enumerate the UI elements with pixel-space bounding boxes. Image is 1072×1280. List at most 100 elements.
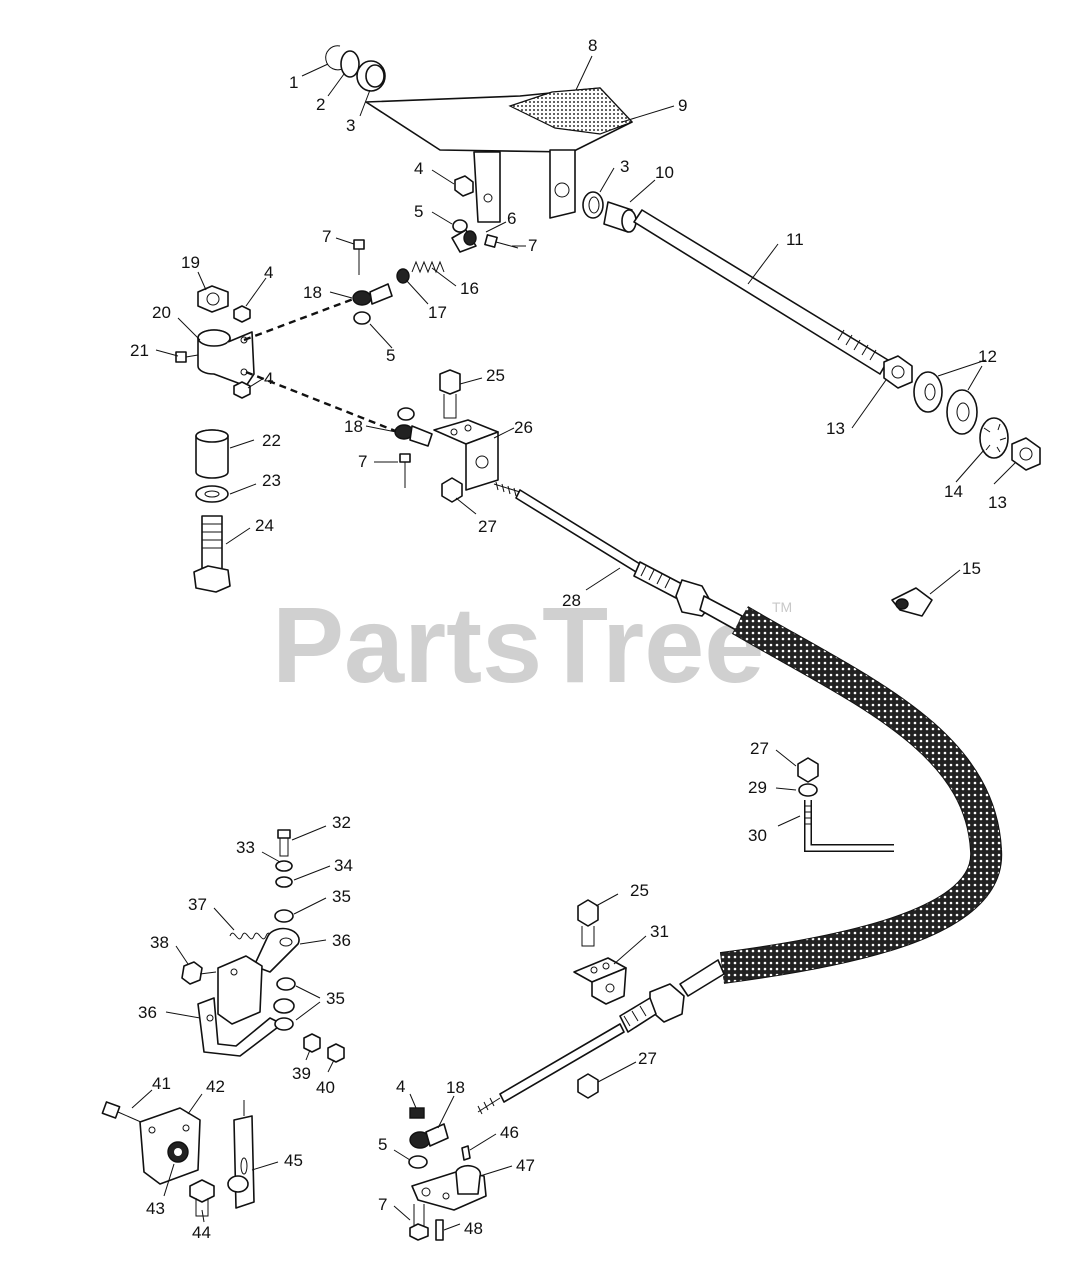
part-washer-5c (397, 407, 415, 421)
callout-43: 43 (146, 1199, 165, 1218)
part-bolt-24 (193, 515, 231, 593)
part-bolt-32 (277, 829, 291, 857)
callout-3b: 3 (620, 157, 629, 176)
part-nut-4a (454, 175, 474, 197)
part-washer-5d (408, 1155, 428, 1169)
callout-14: 14 (944, 482, 963, 501)
callout-27: 27 (478, 517, 497, 536)
part-lever-20 (197, 329, 255, 387)
callout-4c: 4 (264, 369, 273, 388)
callout-5: 5 (414, 202, 423, 221)
part-bracket-36b (197, 955, 283, 1057)
callout-38: 38 (150, 933, 169, 952)
callout-19: 19 (181, 253, 200, 272)
callout-25: 25 (486, 366, 505, 385)
part-bracket-31 (573, 957, 627, 1005)
part-bushing-3b (582, 191, 604, 219)
callout-5d: 5 (378, 1135, 387, 1154)
part-bushing-22 (195, 429, 229, 479)
part-nut-40 (327, 1043, 345, 1063)
part-washer-5b (353, 311, 371, 325)
callout-44: 44 (192, 1223, 211, 1242)
callout-24: 24 (255, 516, 274, 535)
part-nut-13b (1011, 437, 1041, 471)
callout-18b: 18 (344, 417, 363, 436)
part-nut-4d (409, 1107, 425, 1119)
part-nut-27a (441, 477, 463, 503)
part-washer-5a (452, 219, 468, 233)
callout-29: 29 (748, 778, 767, 797)
part-rod-end-18c (409, 1123, 449, 1149)
part-clip-15 (891, 587, 933, 617)
part-rod-end-18b (394, 424, 433, 447)
callout-8: 8 (588, 36, 597, 55)
part-nut-17 (396, 268, 410, 284)
part-washer-12 (913, 371, 978, 435)
part-washer-2 (340, 50, 360, 78)
part-lever-36a (253, 927, 300, 973)
callout-41: 41 (152, 1074, 171, 1093)
part-lever-47 (411, 1164, 487, 1211)
callout-7c: 7 (358, 452, 367, 471)
part-washer-35b (273, 977, 296, 1031)
callout-12: 12 (978, 347, 997, 366)
part-screw-38 (181, 961, 217, 985)
part-lock-washer-14 (979, 417, 1009, 459)
part-shaft-11 (633, 209, 889, 375)
callout-10: 10 (655, 163, 674, 182)
callout-40: 40 (316, 1078, 335, 1097)
part-bolt-44 (189, 1179, 215, 1217)
callout-35: 35 (332, 887, 351, 906)
callout-36: 36 (332, 931, 351, 950)
part-bolt-7a (484, 234, 519, 249)
callout-1: 1 (289, 73, 298, 92)
part-nut-4c (233, 381, 251, 399)
callout-26: 26 (514, 418, 533, 437)
callout-2: 2 (316, 95, 325, 114)
callout-46: 46 (500, 1123, 519, 1142)
part-spring-16 (411, 260, 445, 274)
callout-16: 16 (460, 279, 479, 298)
part-nut-4b (233, 305, 251, 323)
part-bushing-6 (451, 229, 477, 253)
callout-3: 3 (346, 116, 355, 135)
callout-5b: 5 (386, 346, 395, 365)
callout-33: 33 (236, 838, 255, 857)
part-spacer-10 (603, 201, 637, 233)
callout-30: 30 (748, 826, 767, 845)
callout-25b: 25 (630, 881, 649, 900)
part-cable-28 (477, 481, 1003, 1115)
callout-9: 9 (678, 96, 687, 115)
callout-11: 11 (786, 230, 804, 249)
callout-31: 31 (650, 922, 669, 941)
part-nut-13a (883, 355, 913, 389)
part-rod-30 (804, 800, 894, 852)
part-screw-21 (175, 351, 199, 363)
callout-7d: 7 (378, 1195, 387, 1214)
callout-13: 13 (826, 419, 845, 438)
part-washer-35a (274, 909, 294, 923)
part-nut-27b (797, 757, 819, 783)
callout-45: 45 (284, 1151, 303, 1170)
callout-21: 21 (130, 341, 149, 360)
part-snap-ring-1 (325, 45, 345, 71)
callout-13b: 13 (988, 493, 1007, 512)
callout-4d: 4 (396, 1077, 405, 1096)
callout-36b: 36 (138, 1003, 157, 1022)
callout-18: 18 (303, 283, 322, 302)
part-nut-29 (798, 783, 818, 797)
callout-7: 7 (528, 236, 537, 255)
part-plate-45 (227, 1100, 255, 1209)
callout-labels: 1 2 3 8 9 4 3 10 5 6 7 7 11 19 4 18 16 2… (130, 36, 1007, 1242)
part-nut-43 (167, 1141, 189, 1163)
part-bolt-25b (577, 899, 599, 947)
callout-42: 42 (206, 1077, 225, 1096)
callout-23: 23 (262, 471, 281, 490)
callout-4b: 4 (264, 263, 273, 282)
callout-35b: 35 (326, 989, 345, 1008)
callout-37: 37 (188, 895, 207, 914)
part-bolt-7d (409, 1204, 429, 1241)
callout-48: 48 (464, 1219, 483, 1238)
part-nut-27c (577, 1073, 599, 1099)
